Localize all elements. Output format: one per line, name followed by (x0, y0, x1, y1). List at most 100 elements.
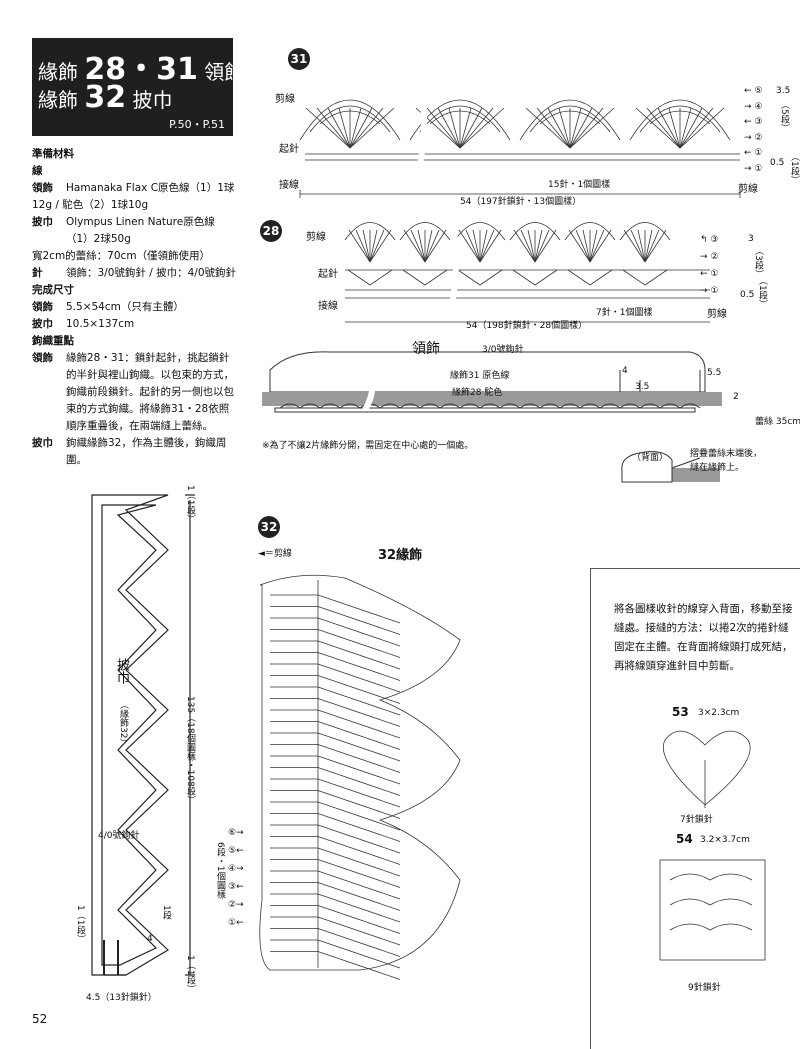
collar-yarn-row: 領飾 Hamanaka Flax C原色線（1）1球 (32, 180, 237, 197)
shawl-bottom-label: 4.5（13針鎖針） (86, 993, 157, 1003)
page-reference: P.50・P.51 (169, 118, 225, 131)
hook-key: 針 (32, 267, 43, 279)
chart-31-join-label: 接線 (279, 180, 299, 191)
motif-53-number: 53 (672, 705, 689, 719)
chart-28-row-3: ③ (710, 235, 719, 245)
shawl-bottom-dim: 1（1段） (185, 955, 195, 994)
motif-53-diagram (663, 730, 751, 808)
title-suffix-2: 披巾 (132, 88, 173, 112)
collar-diagram (262, 351, 722, 483)
chart-31-total-label: 54（197針鎖針・13個圖樣） (460, 197, 582, 207)
chart-32-title: 32緣飾 (378, 548, 423, 563)
chart-28-total-label: 54（198針鎖針・28個圖樣） (466, 321, 588, 331)
chart-31-row-1b: ① (754, 163, 763, 174)
hook-row: 針領飾：3/0號鉤針 / 披巾：4/0號鉤針 (32, 265, 237, 282)
collar-note: ※為了不讓2片緣飾分開，需固定在中心處的一個處。 (262, 441, 474, 451)
title-prefix-1: 緣飾 (38, 60, 78, 84)
collar-back-label: （背面） (632, 453, 669, 463)
shawl-yarn-row: 披巾 Olympus Linen Nature原色線 (32, 214, 237, 231)
size-collar-key: 領飾 (32, 301, 53, 313)
motif-53-foot: 7針鎖針 (680, 815, 713, 825)
chart-31-start-label: 起針 (279, 144, 299, 155)
chart-28-dim-1: 3 (748, 234, 754, 244)
chart-32-badge: 32 (258, 516, 280, 538)
chart-32-row-6: ⑥ (228, 828, 237, 838)
chart-32-row-3: ③ (228, 882, 237, 892)
collar-hook: 3/0號鉤針 (482, 345, 524, 355)
size-shawl-key: 披巾 (32, 318, 53, 330)
chart-32-row-5: ⑤ (228, 846, 237, 856)
points-shawl-key: 披巾 (32, 437, 53, 449)
motif-54-foot: 9針鎖針 (688, 983, 721, 993)
shawl-hook: 4/0號鉤針 (98, 831, 140, 841)
chart-28-cut-label: 剪線 (306, 232, 326, 243)
size-shawl-value: 10.5×137cm (66, 318, 135, 330)
size-collar-value: 5.5×54cm（只有主體） (66, 301, 184, 313)
shawl-yarn-key: 披巾 (32, 216, 53, 228)
chart-32-row-2: ② (228, 900, 237, 910)
collar-dim-3-5: 3.5 (635, 382, 650, 392)
chart-31-cut-end-label: 剪線 (738, 184, 758, 195)
chart-28-join-label: 接線 (318, 301, 338, 312)
collar-yarn-value: Hamanaka Flax C原色線（1）1球 (66, 182, 235, 194)
chart-31-row-1: ① (754, 148, 763, 158)
shawl-yarn-value: Olympus Linen Nature原色線 (66, 216, 215, 228)
chart-28-cut-end-label: 剪線 (707, 309, 727, 320)
title-number-2: 32 (84, 80, 127, 115)
note-box (590, 568, 800, 1049)
motif-54-size: 3.2×3.7cm (700, 835, 750, 845)
collar-fold-note-2: 縫在緣飾上。 (690, 463, 745, 473)
lace-info: 寬2cm的蕾絲：70cm（僅領飾使用） (32, 250, 211, 262)
chart-32-legend: ◄＝剪線 (258, 549, 292, 559)
chart-32-row-markers: ⑥→ ⑤← ④→ ③← ②→ ①← (228, 828, 244, 928)
size-heading: 完成尺寸 (32, 284, 74, 296)
chart-31-dim-1-rows: （5段） (779, 100, 789, 133)
title-block: 緣飾 28・31 領飾 緣飾 32 披巾 P.50・P.51 (32, 38, 244, 136)
chart-28-row-2: ② (710, 252, 719, 262)
size-collar-row: 領飾 5.5×54cm（只有主體） (32, 299, 237, 316)
points-collar-row: 領飾 緣飾28・31：鎖針起針，挑起鎖針的半針與裡山鉤織。以包束的方式，鉤織前段鎖… (32, 350, 237, 435)
collar-yarn-key: 領飾 (32, 182, 53, 194)
chart-28-dim-2: 0.5 (740, 290, 755, 300)
materials-heading: 準備材料 (32, 148, 74, 160)
chart-28-dim-2-rows: （1段） (757, 276, 767, 309)
collar-lace-label: 蕾絲 35cm (755, 417, 800, 427)
chart-31-cut-label: 剪線 (275, 94, 295, 105)
points-collar-key: 領飾 (32, 352, 53, 364)
chart-31-dim-2: 0.5 (770, 158, 785, 168)
points-collar-value: 緣飾28・31：鎖針起針，挑起鎖針的半針與裡山鉤織。以包束的方式，鉤織前段鎖針。… (66, 352, 234, 432)
page-number: 52 (32, 1012, 48, 1026)
materials-section: 準備材料 線 領飾 Hamanaka Flax C原色線（1）1球 12g / 駝… (32, 146, 237, 469)
chart-28-row-1b: ① (710, 286, 719, 296)
chart-31-dim-1: 3.5 (776, 86, 791, 96)
title-line-2: 緣飾 32 披巾 (38, 80, 172, 115)
size-shawl-row: 披巾 10.5×137cm (32, 316, 237, 333)
yarn-heading: 線 (32, 165, 43, 177)
shawl-dim-4: 4 (147, 934, 153, 944)
chart-31-row-3: ③ (754, 117, 763, 127)
chart-31-badge: 31 (288, 48, 310, 70)
title-suffix-1: 領飾 (204, 60, 245, 84)
chart-31-row-4: ④ (754, 101, 763, 112)
title-line-1: 緣飾 28・31 領飾 (38, 44, 244, 88)
collar-yarn-value-2: 12g / 駝色（2）1球10g (32, 199, 149, 211)
collar-label-28: 緣飾28 駝色 (452, 388, 503, 398)
shawl-label: 披巾 (114, 658, 129, 684)
collar-label-31: 緣飾31 原色線 (450, 371, 510, 381)
shawl-outline (91, 494, 195, 976)
chart-28-row-1: ① (710, 269, 719, 279)
chart-28-dim-1-rows: （3段） (753, 246, 763, 279)
motif-54-number: 54 (676, 832, 693, 846)
shawl-main-dim: 135（18個圖樣・108段） (185, 696, 195, 805)
chart-32-row-4: ④ (228, 864, 237, 874)
shawl-top-dim: 1（1段） (185, 485, 195, 524)
shawl-small-dim: 1段 (161, 905, 171, 920)
points-shawl-value: 鉤織緣飾32，作為主體後，鉤織周圍。 (66, 437, 227, 466)
chart-28-start-label: 起針 (318, 269, 338, 280)
title-number-1: 28・31 (84, 52, 198, 87)
note-text: 將各圖樣收針的線穿入背面，移動至接縫處。接縫的方法：以捲2次的捲針縫固定在主體。… (614, 603, 793, 672)
chart-32-side-label: 6段・1個圖樣 (215, 842, 225, 899)
chart-31-row-5: ⑤ (754, 86, 763, 96)
chart-28-badge: 28 (260, 220, 282, 242)
